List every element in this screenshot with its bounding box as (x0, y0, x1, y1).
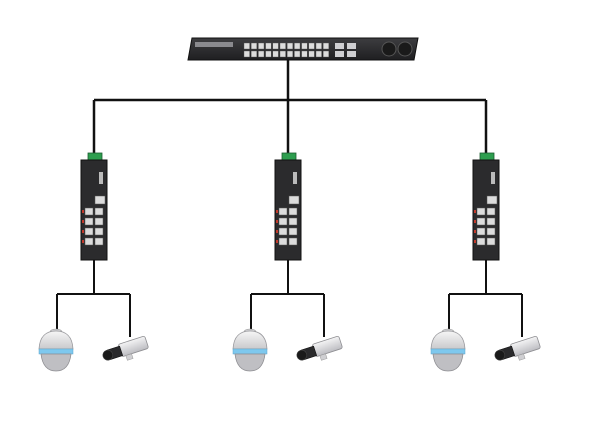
port-led (276, 240, 278, 243)
edge-switch (472, 152, 500, 261)
core-switch-port (265, 42, 272, 50)
core-switch-port (294, 42, 301, 50)
core-switch-port (315, 50, 322, 58)
bullet-camera-icon (494, 335, 541, 361)
camera-cables (448, 260, 523, 337)
port-led (82, 220, 84, 223)
core-switch-port (301, 42, 308, 50)
core-switch-port (272, 50, 279, 58)
dome-camera-icon (38, 328, 74, 372)
edge-switch-port (486, 217, 496, 226)
edge-switch-port (278, 237, 288, 246)
core-switch-port (323, 50, 330, 58)
core-switch-port (243, 50, 250, 58)
edge-switch-port (486, 237, 496, 246)
edge-switch-port (84, 227, 94, 236)
core-switch-port (323, 42, 330, 50)
core-switch-port (258, 50, 265, 58)
branch-2 (232, 152, 343, 372)
bullet-camera-icon (296, 335, 343, 361)
core-switch-port (287, 42, 294, 50)
port-led (82, 230, 84, 233)
dome-camera-icon (430, 328, 466, 372)
edge-branches (38, 152, 541, 372)
edge-switch-port (476, 237, 486, 246)
core-switch-port (287, 50, 294, 58)
branch-1 (38, 152, 149, 372)
edge-switch-port (288, 237, 298, 246)
core-switch (187, 37, 419, 61)
core-switch-port (272, 42, 279, 50)
status-led-strip (293, 172, 297, 184)
edge-switch-port (84, 217, 94, 226)
bullet-camera-icon (102, 335, 149, 361)
core-switch-port (308, 50, 315, 58)
edge-switch-port (486, 227, 496, 236)
edge-switch-port (278, 217, 288, 226)
fan-icon (397, 41, 413, 57)
brand-plate (195, 42, 233, 47)
core-switch-port (243, 42, 250, 50)
fan-icon (381, 41, 397, 57)
trunk-cables (92, 60, 488, 155)
edge-switch-port (476, 227, 486, 236)
core-switch-ports (243, 42, 330, 58)
edge-switch-port (476, 217, 486, 226)
port-led (474, 220, 476, 223)
port-led (276, 210, 278, 213)
port-led (82, 210, 84, 213)
uplink-port (288, 195, 300, 205)
camera-cables (250, 260, 325, 337)
edge-switch-port (94, 237, 104, 246)
core-switch-port (301, 50, 308, 58)
edge-switch-port (288, 227, 298, 236)
edge-switch (274, 152, 302, 261)
edge-switch-port (486, 207, 496, 216)
core-switch-port (250, 42, 257, 50)
core-switch-port (279, 50, 286, 58)
status-led-strip (99, 172, 103, 184)
edge-switch-port (278, 227, 288, 236)
edge-switch-port (94, 217, 104, 226)
edge-switch-port (288, 207, 298, 216)
core-switch-port (308, 42, 315, 50)
edge-switch-port (288, 217, 298, 226)
core-switch-port (315, 42, 322, 50)
port-led (276, 230, 278, 233)
port-led (82, 240, 84, 243)
status-led-strip (491, 172, 495, 184)
branch-3 (430, 152, 541, 372)
edge-switch (80, 152, 108, 261)
edge-switch-port (278, 207, 288, 216)
core-switch-port (250, 50, 257, 58)
core-switch-port (265, 50, 272, 58)
uplink-port (486, 195, 498, 205)
core-switch-port (258, 42, 265, 50)
port-led (474, 230, 476, 233)
edge-switch-port (94, 227, 104, 236)
core-switch-port (294, 50, 301, 58)
camera-cables (56, 260, 131, 337)
edge-switch-port (476, 207, 486, 216)
port-led (474, 240, 476, 243)
edge-switch-port (94, 207, 104, 216)
port-led (276, 220, 278, 223)
core-switch-port (279, 42, 286, 50)
uplink-port (94, 195, 106, 205)
sfp-ports (335, 43, 356, 57)
port-led (474, 210, 476, 213)
edge-switch-port (84, 237, 94, 246)
dome-camera-icon (232, 328, 268, 372)
edge-switch-port (84, 207, 94, 216)
